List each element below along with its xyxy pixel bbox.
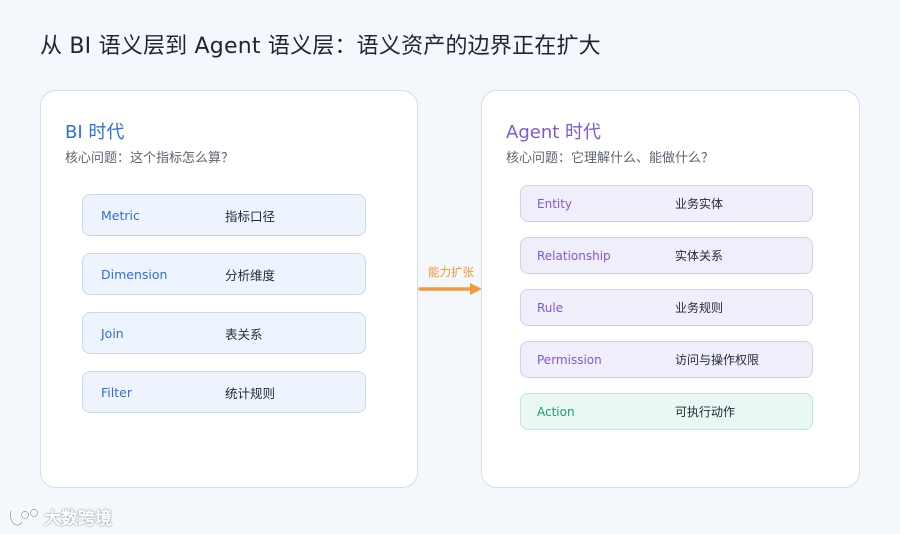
bi-item-value: 分析维度 — [225, 267, 276, 283]
expansion-arrow-icon — [418, 283, 482, 295]
agent-item-permission: Permission 访问与操作权限 — [520, 341, 813, 378]
bi-item-key: Dimension — [101, 266, 168, 282]
bi-item-value: 表关系 — [225, 326, 263, 342]
watermark: 大数跨境 — [8, 504, 112, 529]
agent-item-key: Relationship — [537, 248, 611, 263]
bi-item-join: Join 表关系 — [82, 312, 366, 354]
bi-item-value: 指标口径 — [225, 208, 276, 224]
agent-item-value: 业务规则 — [675, 301, 724, 315]
bi-item-dimension: Dimension 分析维度 — [82, 253, 366, 295]
bi-item-key: Metric — [101, 207, 140, 223]
agent-item-action: Action 可执行动作 — [520, 393, 813, 430]
bi-item-filter: Filter 统计规则 — [82, 371, 366, 413]
agent-item-key: Action — [537, 404, 575, 419]
bi-item-key: Filter — [101, 384, 132, 400]
brand-logo-icon — [9, 507, 39, 526]
bi-item-metric: Metric 指标口径 — [82, 194, 366, 236]
agent-era-panel: Agent 时代 核心问题：它理解什么、能做什么？ Entity 业务实体 Re… — [481, 90, 860, 488]
watermark-text: 大数跨境 — [44, 509, 112, 529]
agent-era-subtitle: 核心问题：它理解什么、能做什么？ — [506, 151, 715, 166]
bi-item-key: Join — [101, 325, 124, 341]
agent-item-value: 实体关系 — [675, 249, 724, 263]
agent-item-entity: Entity 业务实体 — [520, 185, 813, 222]
agent-item-key: Entity — [537, 196, 573, 211]
agent-item-rule: Rule 业务规则 — [520, 289, 813, 326]
agent-item-value: 可执行动作 — [675, 405, 736, 419]
agent-item-relationship: Relationship 实体关系 — [520, 237, 813, 274]
bi-era-panel: BI 时代 核心问题：这个指标怎么算？ Metric 指标口径 Dimensio… — [40, 90, 418, 488]
agent-item-value: 业务实体 — [675, 197, 724, 211]
agent-era-heading: Agent 时代 — [506, 122, 602, 143]
bi-era-heading: BI 时代 — [65, 122, 125, 143]
arrow-label: 能力扩张 — [428, 265, 474, 279]
agent-item-key: Rule — [537, 300, 564, 315]
page-title: 从 BI 语义层到 Agent 语义层：语义资产的边界正在扩大 — [40, 34, 601, 59]
agent-item-value: 访问与操作权限 — [675, 353, 760, 367]
agent-item-key: Permission — [537, 352, 602, 367]
bi-item-value: 统计规则 — [225, 385, 276, 401]
bi-era-subtitle: 核心问题：这个指标怎么算？ — [65, 151, 235, 166]
